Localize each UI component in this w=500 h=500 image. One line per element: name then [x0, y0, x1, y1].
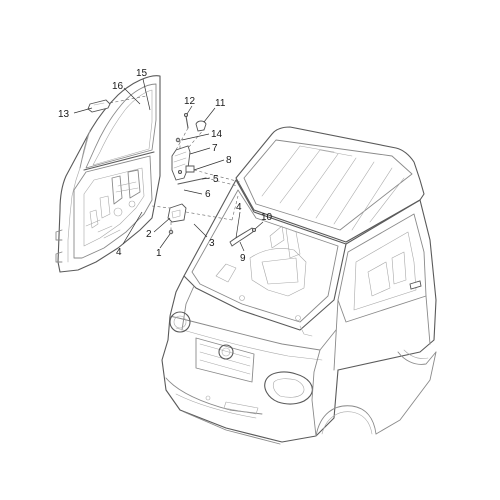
callout-9: 9	[240, 253, 246, 264]
callout-12: 12	[184, 96, 196, 107]
washer-part-14	[175, 137, 181, 143]
callout-8: 8	[226, 155, 232, 166]
cab-body	[161, 126, 437, 445]
callout-10: 10	[261, 212, 273, 223]
callout-3: 3	[209, 238, 215, 249]
assembly-dashed-lines	[109, 95, 241, 230]
seal-strip-part-9	[229, 227, 255, 247]
callout-16: 16	[112, 81, 124, 92]
callout-6: 6	[205, 189, 211, 200]
callout-14: 14	[211, 129, 223, 140]
screw-part-11	[195, 120, 207, 132]
callout-2: 2	[146, 229, 152, 240]
callout-1: 1	[156, 248, 162, 259]
door-lock-mechanism	[171, 145, 195, 181]
callout-13: 13	[58, 109, 70, 120]
clip-part-1	[168, 229, 174, 235]
door-panel	[55, 75, 161, 273]
callout-11: 11	[215, 98, 226, 109]
lock-rod-part-5	[177, 177, 207, 185]
inner-door-handle-part	[167, 203, 187, 223]
callout-15: 15	[136, 68, 148, 79]
screw-part-12	[183, 113, 189, 129]
callout-5: 5	[213, 174, 219, 185]
callout-4-door: 4	[116, 247, 122, 258]
callout-4-cab: 4	[236, 202, 242, 213]
leader-lines	[73, 78, 264, 252]
outer-door-handle-part	[87, 99, 111, 113]
callout-7: 7	[212, 143, 218, 154]
callout-labels: 1 2 3 4 4 5 6 7 8 9 10 11 12 13 14 15 16	[58, 68, 273, 264]
clip-part-10	[251, 227, 256, 232]
